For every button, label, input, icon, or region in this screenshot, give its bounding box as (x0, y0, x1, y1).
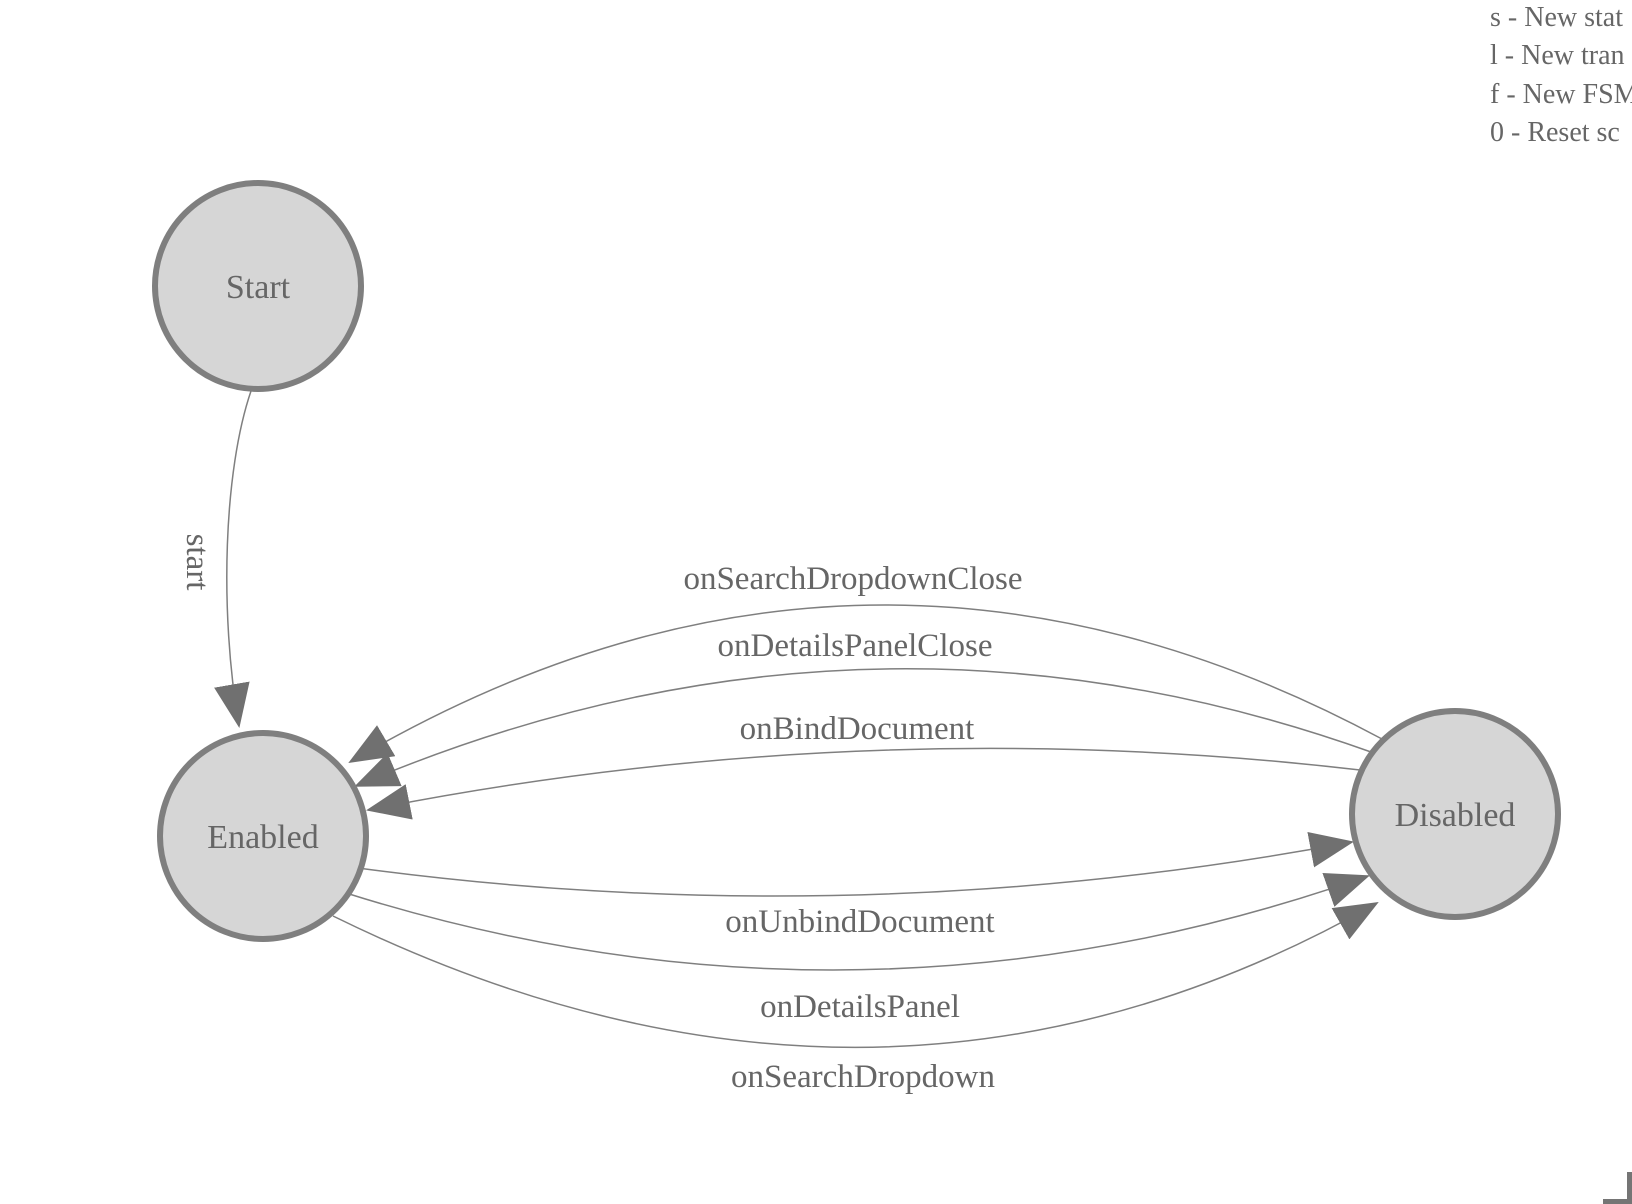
canvas-corner-horizontal (1603, 1199, 1632, 1204)
node-start-circle[interactable] (152, 180, 364, 392)
node-enabled-label: Enabled (207, 819, 318, 856)
legend-line-reset: 0 - Reset sc (1490, 117, 1620, 149)
edge-label-onbinddocument: onBindDocument (740, 711, 975, 747)
node-disabled-circle[interactable] (1349, 708, 1561, 920)
edge-label-start: start (179, 534, 215, 591)
edge-label-onsearchdropdown: onSearchDropdown (731, 1059, 995, 1095)
edge-onbinddocument[interactable] (366, 747, 1361, 820)
node-disabled[interactable]: Disabled (1349, 708, 1561, 920)
edge-labels-group: start onSearchDropdownClose onDetailsPan… (179, 534, 1023, 1095)
canvas-corner-vertical (1627, 1172, 1632, 1204)
edge-label-ondetailspanel: onDetailsPanel (760, 989, 960, 1025)
node-start[interactable]: Start (152, 180, 364, 392)
legend-line-new-fsm: f - New FSM (1490, 78, 1632, 110)
edge-label-onsearchdropdownclose: onSearchDropdownClose (683, 561, 1022, 597)
edge-start-to-enabled[interactable] (214, 390, 252, 728)
legend-line-new-state: s - New stat (1490, 2, 1623, 33)
edge-ondetailspanel[interactable] (345, 872, 1370, 971)
edge-onunbinddocument[interactable] (357, 832, 1354, 897)
edge-onsearchdropdownclose[interactable] (348, 604, 1383, 764)
node-start-label: Start (226, 269, 291, 306)
edge-label-onunbinddocument: onUnbindDocument (725, 904, 994, 940)
edge-label-ondetailspanelclose: onDetailsPanelClose (718, 628, 993, 664)
node-enabled[interactable]: Enabled (157, 730, 369, 942)
shortcut-legend: s - New stat l - New tran f - New FSM 0 … (1490, 0, 1632, 153)
node-enabled-circle[interactable] (157, 730, 369, 942)
legend-line-new-transition: l - New tran (1490, 40, 1625, 72)
edge-ondetailspanelclose[interactable] (354, 668, 1372, 787)
edges-group (214, 390, 1383, 1048)
edge-onsearchdropdown[interactable] (332, 902, 1379, 1048)
node-disabled-label: Disabled (1395, 797, 1516, 834)
